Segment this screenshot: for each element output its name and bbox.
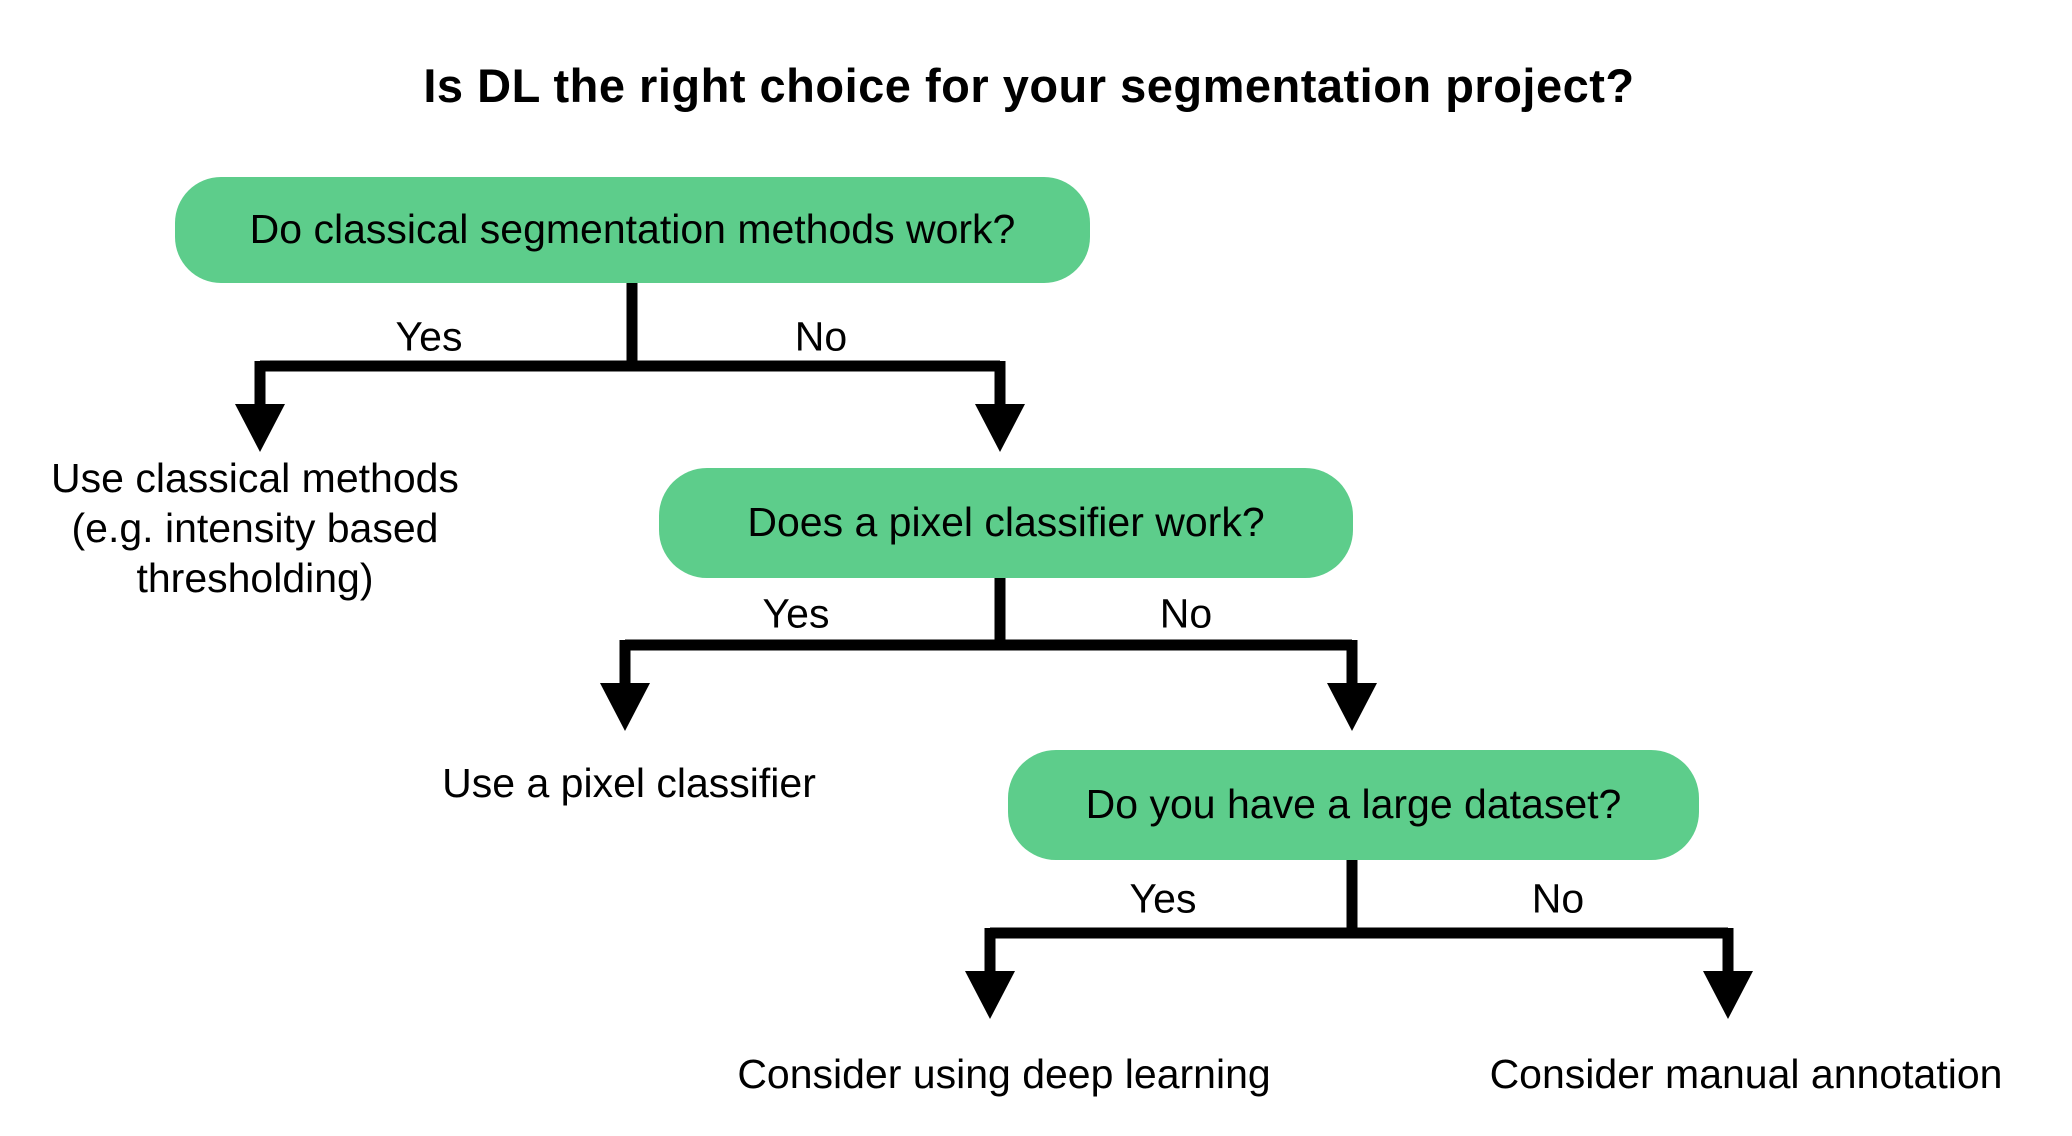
decision-node-pixel-classifier: Does a pixel classifier work? (659, 468, 1353, 578)
decision-node-large-dataset: Do you have a large dataset? (1008, 750, 1699, 860)
arrowhead-down-icon (975, 404, 1025, 452)
decision-node-classical-methods: Do classical segmentation methods work? (175, 177, 1090, 283)
leaf-line: thresholding) (136, 555, 374, 601)
arrowhead-down-icon (1327, 683, 1377, 731)
leaf-consider-manual-annotation: Consider manual annotation (1489, 1051, 2003, 1097)
branch-3-connector (984, 857, 1734, 977)
arrowhead-down-icon (235, 404, 285, 452)
arrowhead-down-icon (1703, 971, 1753, 1019)
decision-node-label: Do you have a large dataset? (1085, 781, 1622, 828)
leaf-line: (e.g. intensity based (71, 505, 439, 551)
arrowhead-down-icon (965, 971, 1015, 1019)
leaf-consider-deep-learning: Consider using deep learning (737, 1051, 1271, 1097)
decision-node-label: Does a pixel classifier work? (747, 499, 1265, 546)
branch-label-no-3: No (1531, 875, 1585, 922)
branch-label-no-2: No (1159, 590, 1213, 637)
leaf-use-pixel-classifier: Use a pixel classifier (442, 760, 816, 806)
decision-node-label: Do classical segmentation methods work? (249, 206, 1016, 253)
branch-1-connector (254, 280, 1006, 410)
branch-label-no-1: No (794, 313, 848, 360)
branch-label-yes-3: Yes (1129, 875, 1197, 922)
branch-label-yes-2: Yes (762, 590, 830, 637)
branch-2-connector (619, 575, 1358, 689)
branch-label-yes-1: Yes (395, 313, 463, 360)
arrowhead-down-icon (600, 683, 650, 731)
leaf-use-classical-methods: Use classical methods (e.g. intensity ba… (51, 453, 459, 603)
page-title: Is DL the right choice for your segmenta… (423, 59, 1635, 112)
leaf-line: Use classical methods (51, 455, 459, 501)
